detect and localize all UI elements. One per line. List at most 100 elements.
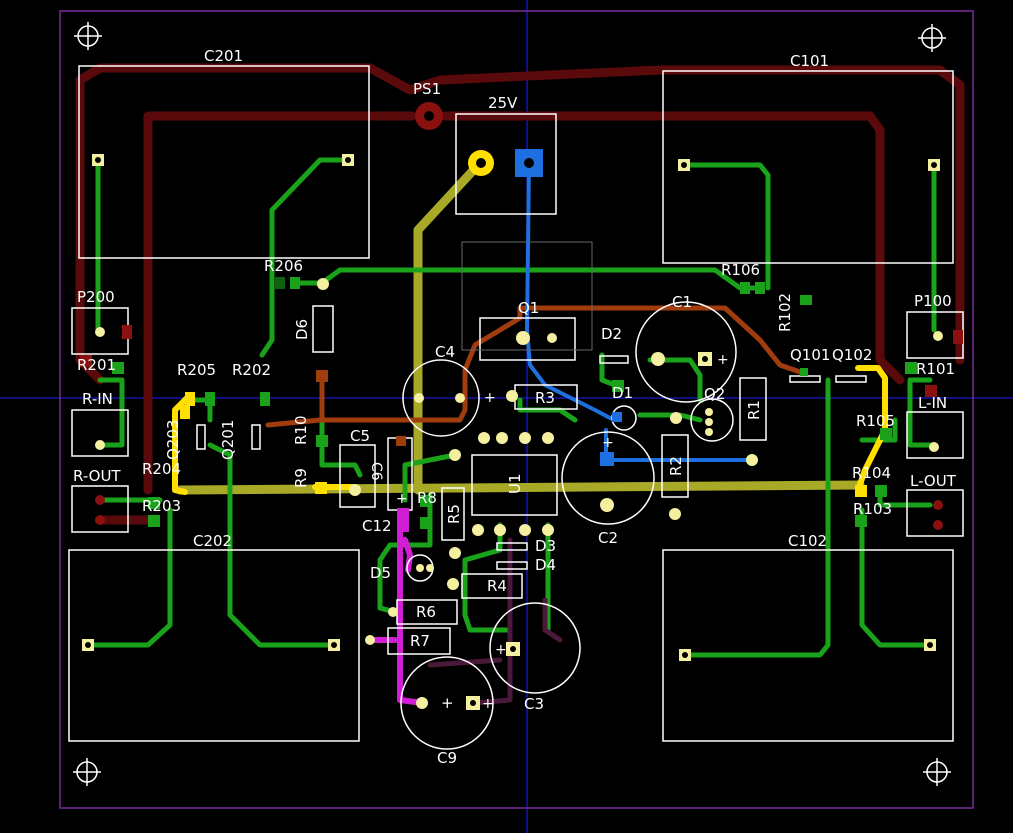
r7-outline [387, 627, 451, 655]
label-r2: R2 [667, 456, 685, 476]
r4-outline [461, 573, 523, 599]
label-r105: R105 [856, 412, 895, 430]
label-r-in: R-IN [82, 390, 113, 408]
c4-outline [402, 359, 480, 437]
crosshair-circle-icon [74, 22, 102, 50]
label-r101: R101 [916, 360, 955, 378]
d4-outline [496, 561, 528, 570]
label-r103: R103 [853, 500, 892, 518]
label-q203: Q203 [164, 420, 182, 460]
component-labels: C201 C101 PS1 25V R206 R106 R102 P200 P1… [73, 47, 957, 767]
label-c6: C6 [368, 462, 384, 481]
q1-keepout [461, 241, 593, 351]
label-c9: C9 [437, 749, 457, 767]
c201-outline [78, 65, 370, 259]
label-c202: C202 [193, 532, 232, 550]
label-r6: R6 [416, 603, 436, 621]
plus-sign-icon: + [495, 642, 507, 658]
mounting-holes [73, 22, 951, 786]
label-q102: Q102 [832, 346, 872, 364]
c3-outline [489, 602, 581, 694]
pads [80, 102, 963, 710]
label-r201: R201 [77, 356, 116, 374]
label-c5: C5 [350, 427, 370, 445]
label-r3: R3 [535, 389, 555, 407]
crosshair-circle-icon [73, 758, 101, 786]
label-q1: Q1 [518, 299, 539, 317]
label-r205: R205 [177, 361, 216, 379]
purple-tracks [427, 537, 563, 706]
label-r-out: R-OUT [73, 467, 121, 485]
label-r206: R206 [264, 257, 303, 275]
c5-outline [339, 444, 376, 508]
label-c2: C2 [598, 529, 618, 547]
label-r8: R8 [417, 489, 437, 507]
label-c4: C4 [435, 343, 455, 361]
q201-outline [251, 424, 261, 450]
label-r9: R9 [292, 468, 310, 488]
label-u1: U1 [506, 473, 524, 494]
label-q101: Q101 [790, 346, 830, 364]
label-d1: D1 [612, 384, 633, 402]
r2-outline [661, 434, 689, 498]
q2-outline [690, 398, 734, 442]
label-q2: Q2 [704, 385, 725, 403]
c102-outline [662, 549, 954, 742]
label-l-out: L-OUT [910, 472, 957, 490]
label-r7: R7 [410, 632, 430, 650]
crosshair-circle-icon [923, 758, 951, 786]
label-r104: R104 [852, 464, 891, 482]
c101-outline [662, 70, 954, 264]
label-d6: D6 [293, 319, 311, 340]
label-r203: R203 [142, 497, 181, 515]
label-l-in: L-IN [918, 394, 947, 412]
r1-outline [739, 377, 767, 441]
d2-outline [599, 355, 629, 364]
label-ps1: PS1 [413, 80, 441, 98]
label-q201: Q201 [219, 420, 237, 460]
q203-outline [196, 424, 206, 450]
label-d3: D3 [535, 537, 556, 555]
label-c1: C1 [672, 293, 692, 311]
label-d4: D4 [535, 556, 556, 574]
ps1-outline [455, 113, 557, 215]
label-c12: C12 [362, 517, 392, 535]
label-c201: C201 [204, 47, 243, 65]
label-r4: R4 [487, 577, 507, 595]
label-d5: D5 [370, 564, 391, 582]
c1-outline [635, 301, 737, 403]
c202-outline [68, 549, 360, 742]
label-r106: R106 [721, 261, 760, 279]
label-r10: R10 [292, 415, 310, 445]
board-outline [59, 10, 974, 809]
label-d2: D2 [601, 325, 622, 343]
plus-sign-icon: + [482, 696, 494, 712]
plus-sign-icon: + [396, 491, 408, 507]
plus-sign-icon: + [717, 352, 729, 368]
d6-outline [312, 305, 334, 353]
u1-outline [471, 454, 558, 516]
label-r1: R1 [745, 400, 763, 420]
r-out-outline [71, 485, 129, 533]
label-r102: R102 [776, 293, 794, 332]
label-25v: 25V [488, 94, 518, 112]
label-r204: R204 [142, 460, 181, 478]
label-c102: C102 [788, 532, 827, 550]
l-in-outline [906, 411, 964, 459]
l-out-outline [906, 489, 964, 537]
crosshair-circle-icon [918, 24, 946, 52]
label-r5: R5 [445, 504, 463, 524]
orange-tracks [265, 305, 803, 428]
r-in-outline [71, 409, 129, 457]
q102-outline [835, 375, 867, 383]
label-r202: R202 [232, 361, 271, 379]
label-c3: C3 [524, 695, 544, 713]
plus-sign-icon: + [484, 390, 496, 406]
olive-tracks [175, 158, 865, 495]
c2-outline [561, 431, 655, 525]
plus-sign-icon: + [441, 694, 454, 712]
r5-outline [441, 487, 465, 541]
c9-outline [400, 656, 494, 750]
label-c101: C101 [790, 52, 829, 70]
